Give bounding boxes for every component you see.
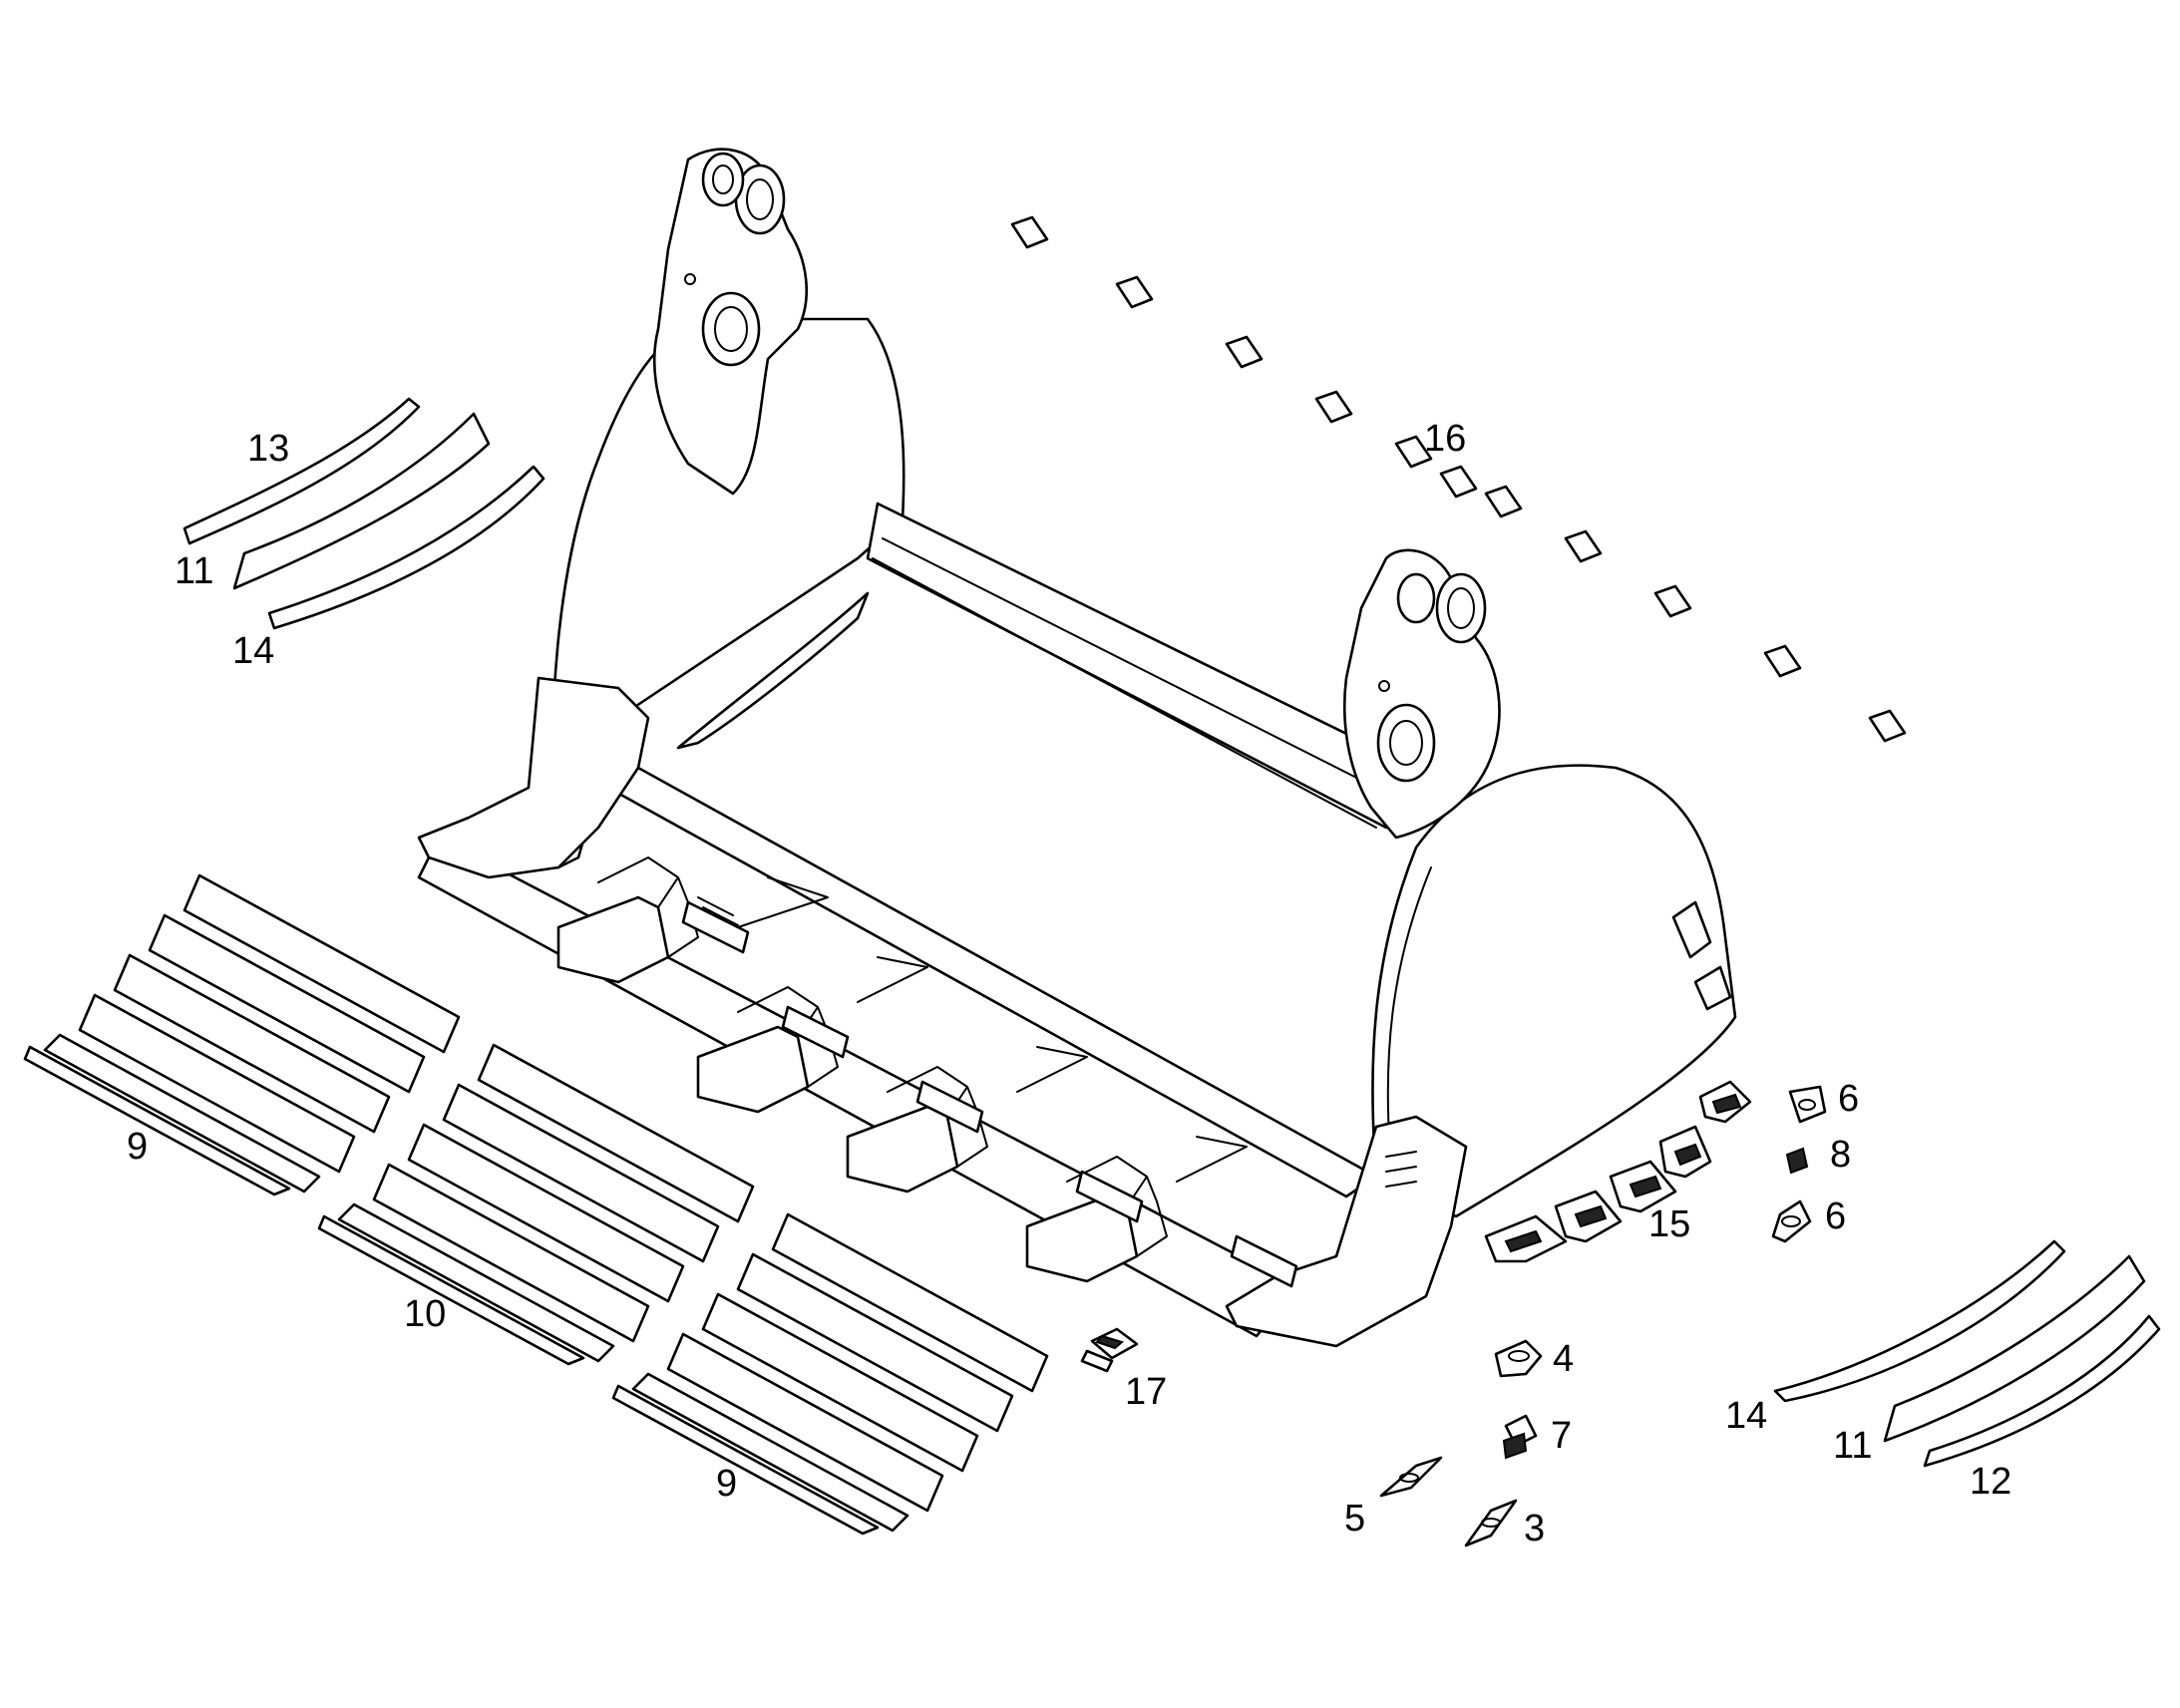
label-9-right: 9: [716, 1463, 737, 1505]
loader-bucket: [417, 148, 1737, 1348]
part-3: [1464, 1499, 1518, 1547]
label-15: 15: [1648, 1203, 1690, 1245]
label-3: 3: [1524, 1508, 1545, 1549]
label-9-left: 9: [127, 1126, 148, 1168]
label-10: 10: [404, 1293, 446, 1335]
label-7: 7: [1551, 1415, 1572, 1457]
part-5: [1379, 1456, 1443, 1498]
label-14-left: 14: [232, 630, 274, 672]
label-16: 16: [1424, 418, 1466, 460]
part-9-wear-plates-left: [23, 873, 461, 1196]
part-16-wear-buttons: [1010, 215, 1907, 743]
label-11-right: 11: [1833, 1425, 1872, 1467]
label-4: 4: [1553, 1338, 1574, 1380]
label-5: 5: [1344, 1498, 1365, 1539]
label-14-right: 14: [1725, 1395, 1767, 1437]
bucket-tooth: [1025, 1156, 1168, 1283]
label-17: 17: [1125, 1371, 1167, 1413]
label-12: 12: [1970, 1461, 2011, 1503]
label-6-upper: 6: [1838, 1078, 1859, 1120]
part-6-upper: [1788, 1085, 1827, 1124]
callout-labels: 13 11 14 16 9 10 9 17 6 8 6 15 4 7 5 3 1…: [127, 418, 2011, 1549]
part-4: [1494, 1339, 1543, 1378]
part-11-arc-strip-right: [1883, 1254, 2146, 1443]
part-17-clip: [1080, 1327, 1139, 1373]
part-12-arc-strip: [1923, 1314, 2161, 1468]
part-15-segments: [1484, 1080, 1752, 1263]
part-11-arc-strip: [232, 412, 491, 590]
part-14-arc-strip: [267, 465, 545, 630]
label-8: 8: [1830, 1134, 1851, 1176]
label-13: 13: [247, 428, 289, 470]
part-7: [1502, 1414, 1538, 1460]
part-8: [1785, 1147, 1809, 1175]
part-14-arc-strip-right: [1773, 1239, 2066, 1403]
bucket-tooth: [696, 986, 839, 1114]
part-13-arc-strip: [182, 397, 421, 545]
part-6-lower: [1771, 1199, 1812, 1243]
part-10-wear-plates-middle: [317, 1043, 755, 1366]
label-11-left: 11: [175, 550, 213, 592]
part-9-wear-plates-right: [611, 1212, 1049, 1536]
label-6-lower: 6: [1825, 1196, 1846, 1237]
